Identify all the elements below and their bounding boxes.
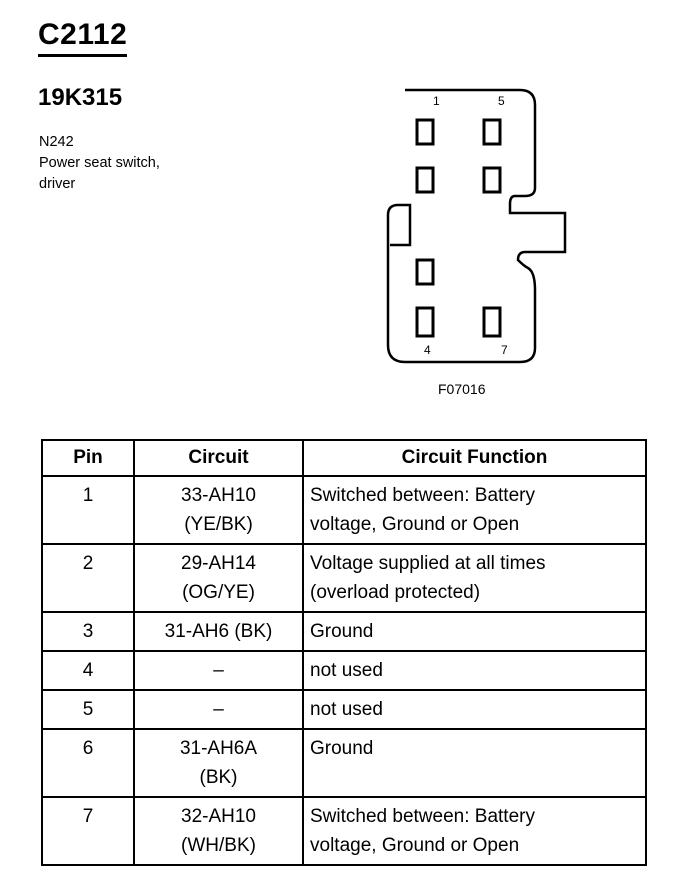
function-line: (overload protected) <box>310 582 481 603</box>
circuit-line: (BK) <box>199 767 238 788</box>
function-cell: Ground <box>302 728 647 798</box>
table-header-row: Pin Circuit Circuit Function <box>41 439 647 477</box>
function-line: Switched between: Battery <box>310 806 535 827</box>
pin-cell: 1 <box>41 475 135 545</box>
function-line: not used <box>310 699 383 720</box>
circuit-line: 31-AH6A <box>179 738 258 759</box>
function-cell: not used <box>302 689 647 730</box>
pin-label-4: 4 <box>424 343 431 357</box>
table-row: 1 33-AH10 (YE/BK) Switched between: Batte… <box>41 475 647 545</box>
circuit-cell: 32-AH10 (WH/BK) <box>133 796 304 866</box>
header-pin: Pin <box>41 439 135 477</box>
pin-label-5: 5 <box>498 94 505 108</box>
connector-outline <box>386 88 567 364</box>
circuit-cell: 31-AH6A (BK) <box>133 728 304 798</box>
pin-2-terminal <box>415 166 435 194</box>
header-circuit-function: Circuit Function <box>302 439 647 477</box>
circuit-line: 31-AH6 (BK) <box>164 621 273 642</box>
table-row: 7 32-AH10 (WH/BK) Switched between: Batte… <box>41 796 647 866</box>
circuit-cell: 33-AH10 (YE/BK) <box>133 475 304 545</box>
figure-code: F07016 <box>438 381 486 397</box>
connector-title: C2112 <box>38 18 128 57</box>
pin-label-1: 1 <box>433 94 440 108</box>
circuit-line: (OG/YE) <box>182 582 255 603</box>
connector-face-diagram: 1 5 4 7 <box>386 88 567 364</box>
pin-cell: 5 <box>41 689 135 730</box>
circuit-cell: 31-AH6 (BK) <box>133 611 304 652</box>
table-row: 2 29-AH14 (OG/YE) Voltage supplied at all… <box>41 543 647 613</box>
table-row: 3 31-AH6 (BK) Ground <box>41 611 647 652</box>
function-line: Ground <box>310 738 374 759</box>
circuit-line: 32-AH10 <box>181 806 256 827</box>
function-cell: Ground <box>302 611 647 652</box>
pin-3-terminal <box>415 258 435 286</box>
circuit-line: – <box>213 660 224 681</box>
description-line: Power seat switch, <box>39 155 160 171</box>
pin-cell: 3 <box>41 611 135 652</box>
function-line: voltage, Ground or Open <box>310 514 520 535</box>
circuit-cell: – <box>133 689 304 730</box>
function-line: voltage, Ground or Open <box>310 835 520 856</box>
pin-1-terminal <box>415 118 435 146</box>
pin-6-terminal <box>482 166 502 194</box>
function-cell: Switched between: Battery voltage, Ground… <box>302 796 647 866</box>
table-row: 4 – not used <box>41 650 647 691</box>
pin-4-terminal <box>415 306 435 338</box>
pin-cell: 2 <box>41 543 135 613</box>
function-cell: Voltage supplied at all times (overload p… <box>302 543 647 613</box>
circuit-line: (YE/BK) <box>184 514 253 535</box>
pin-cell: 6 <box>41 728 135 798</box>
pin-cell: 7 <box>41 796 135 866</box>
function-cell: Switched between: Battery voltage, Ground… <box>302 475 647 545</box>
circuit-line: – <box>213 699 224 720</box>
part-number: 19K315 <box>38 84 123 111</box>
circuit-line: 33-AH10 <box>181 485 256 506</box>
circuit-line: 29-AH14 <box>181 553 256 574</box>
circuit-cell: 29-AH14 (OG/YE) <box>133 543 304 613</box>
pin-cell: 4 <box>41 650 135 691</box>
function-line: Switched between: Battery <box>310 485 535 506</box>
connector-description: N242 Power seat switch, driver <box>39 132 160 195</box>
table-row: 6 31-AH6A (BK) Ground <box>41 728 647 798</box>
circuit-line: (WH/BK) <box>181 835 256 856</box>
pin-label-7: 7 <box>501 343 508 357</box>
header-circuit: Circuit <box>133 439 304 477</box>
pin-7-terminal <box>482 306 502 338</box>
pin-5-terminal <box>482 118 502 146</box>
function-line: not used <box>310 660 383 681</box>
circuit-cell: – <box>133 650 304 691</box>
pin-table: Pin Circuit Circuit Function 1 33-AH10 (Y… <box>41 439 647 866</box>
function-cell: not used <box>302 650 647 691</box>
table-row: 5 – not used <box>41 689 647 730</box>
function-line: Voltage supplied at all times <box>310 553 546 574</box>
description-line: driver <box>39 176 76 192</box>
connector-ref: N242 <box>39 134 74 150</box>
function-line: Ground <box>310 621 374 642</box>
